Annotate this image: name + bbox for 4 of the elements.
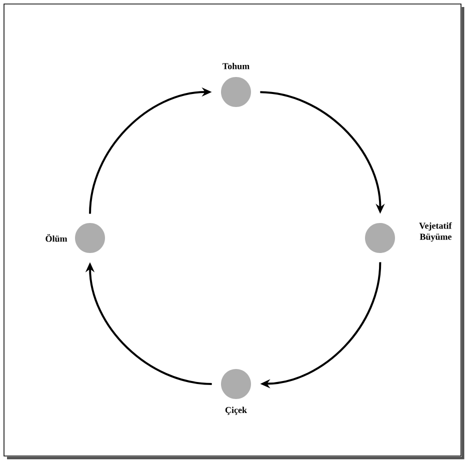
node-label: Tohum [222, 62, 250, 70]
node-label: Ölüm [46, 234, 68, 242]
node-label: Çiçek [225, 406, 247, 415]
node-label: Vejetatif Büyüme [419, 222, 452, 242]
